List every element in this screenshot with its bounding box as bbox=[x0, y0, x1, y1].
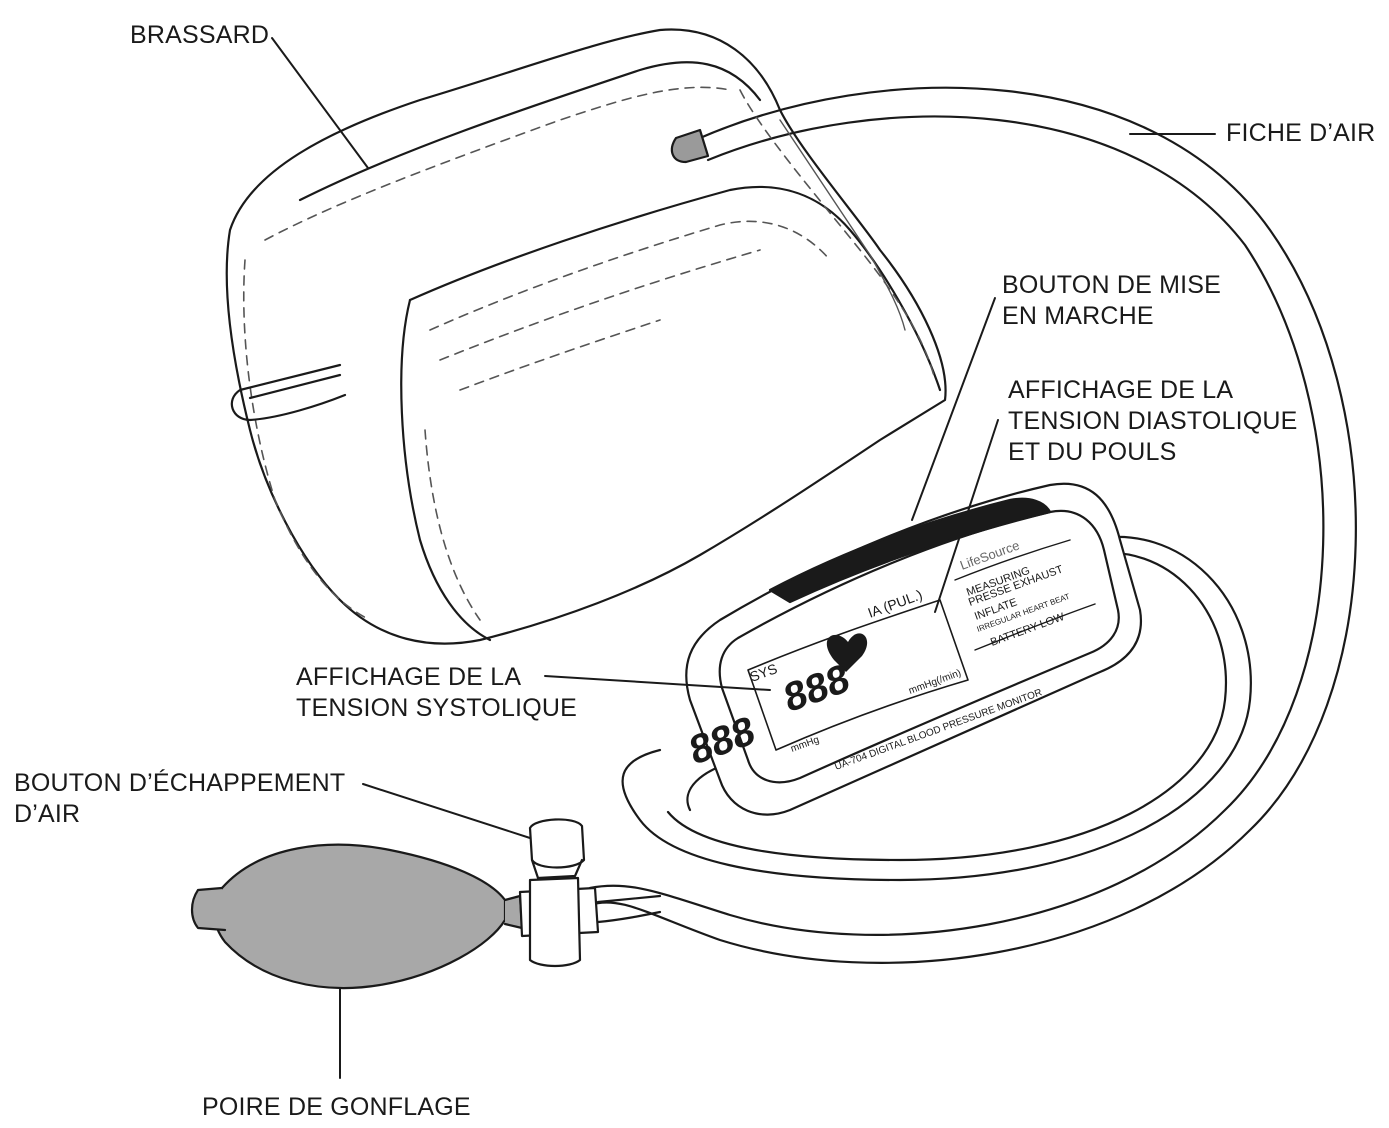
label-air-release-line-2: D’AIR bbox=[14, 800, 81, 828]
label-diastolic-display: AFFICHAGE DE LA TENSION DIASTOLIQUE ET D… bbox=[1008, 375, 1298, 468]
label-diastolic-line-1: AFFICHAGE DE LA bbox=[1008, 376, 1234, 404]
air-release-valve bbox=[518, 818, 662, 968]
inflation-bulb bbox=[190, 843, 524, 990]
label-diastolic-line-2: TENSION DIASTOLIQUE bbox=[1008, 407, 1298, 435]
label-air-plug: FICHE D’AIR bbox=[1226, 118, 1375, 149]
label-cuff: BRASSARD bbox=[130, 20, 269, 51]
air-plug bbox=[670, 128, 710, 164]
cuff-illustration bbox=[225, 28, 947, 645]
label-systolic-display: AFFICHAGE DE LA TENSION SYSTOLIQUE bbox=[296, 662, 577, 724]
label-systolic-line-1: AFFICHAGE DE LA bbox=[296, 663, 522, 691]
label-power-button-line-2: EN MARCHE bbox=[1002, 302, 1154, 330]
power-button[interactable] bbox=[768, 497, 1052, 604]
label-air-release: BOUTON D’ÉCHAPPEMENT D’AIR bbox=[14, 768, 345, 830]
leader-power-button bbox=[911, 297, 996, 521]
label-bulb: POIRE DE GONFLAGE bbox=[202, 1092, 471, 1123]
label-air-release-line-1: BOUTON D’ÉCHAPPEMENT bbox=[14, 769, 346, 797]
label-power-button-line-1: BOUTON DE MISE bbox=[1002, 271, 1222, 299]
monitor-unit bbox=[685, 482, 1143, 816]
air-tube bbox=[588, 86, 1357, 964]
label-systolic-line-2: TENSION SYSTOLIQUE bbox=[296, 694, 577, 722]
leader-cuff bbox=[271, 37, 369, 169]
leader-systolic bbox=[544, 675, 771, 691]
leader-diastolic bbox=[934, 419, 999, 613]
label-power-button: BOUTON DE MISE EN MARCHE bbox=[1002, 270, 1221, 332]
label-cuff-text: BRASSARD bbox=[130, 21, 270, 49]
leader-air-release bbox=[362, 783, 531, 839]
leader-lines bbox=[271, 37, 1216, 1079]
label-air-plug-text: FICHE D’AIR bbox=[1226, 119, 1376, 147]
label-diastolic-line-3: ET DU POULS bbox=[1008, 438, 1177, 466]
heart-icon bbox=[826, 633, 868, 672]
label-bulb-text: POIRE DE GONFLAGE bbox=[202, 1093, 471, 1121]
